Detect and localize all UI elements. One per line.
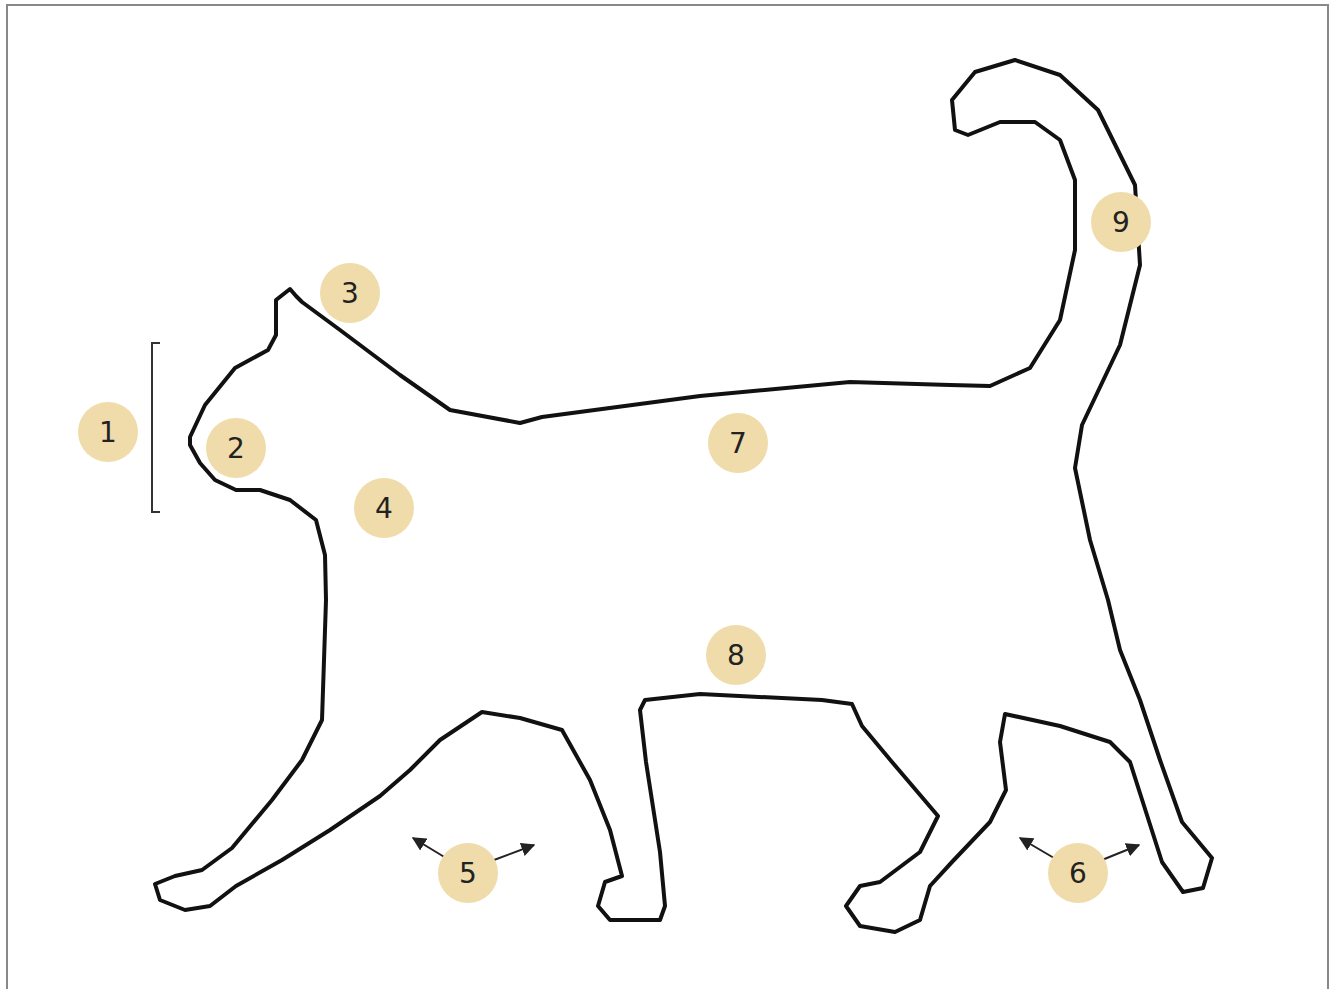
callout-circle: 7 — [708, 413, 768, 473]
callout-number: 4 — [375, 492, 393, 525]
callout-number: 8 — [727, 639, 745, 672]
callout-circle: 9 — [1091, 192, 1151, 252]
callout-number: 2 — [227, 432, 245, 465]
callout-number: 9 — [1112, 206, 1130, 239]
callout-number: 6 — [1069, 857, 1087, 890]
callout-number: 7 — [729, 427, 747, 460]
callout-circle: 4 — [354, 478, 414, 538]
arrow — [1020, 838, 1054, 858]
callout-number: 1 — [99, 416, 117, 449]
callout-circle: 8 — [706, 625, 766, 685]
arrow — [413, 838, 446, 858]
arrow — [1102, 845, 1139, 860]
callout-number: 5 — [459, 857, 477, 890]
callout-circle: 1 — [78, 402, 138, 462]
cat-outline — [155, 60, 1212, 932]
picture-frame — [6, 4, 1329, 989]
callout-circle: 2 — [206, 418, 266, 478]
callout-circle: 3 — [320, 263, 380, 323]
arrow — [494, 845, 534, 860]
bracket — [152, 343, 160, 512]
callout-circle: 5 — [438, 843, 498, 903]
callout-circle: 6 — [1048, 843, 1108, 903]
callout-number: 3 — [341, 277, 359, 310]
